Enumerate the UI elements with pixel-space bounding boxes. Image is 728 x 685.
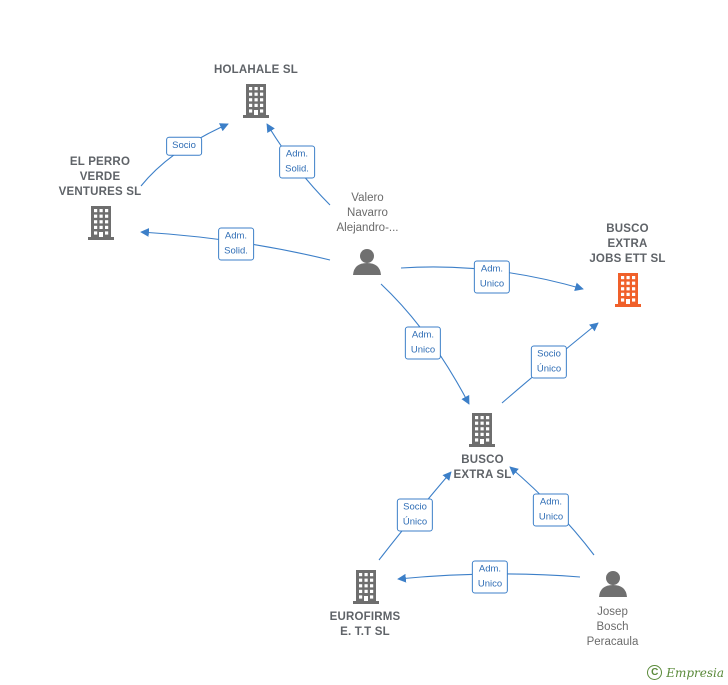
edge-label[interactable]: Socio Único: [396, 498, 434, 532]
copyright-icon: C: [647, 665, 663, 680]
edge-label[interactable]: Adm. Unico: [532, 493, 570, 527]
edge-label[interactable]: Adm. Unico: [471, 560, 509, 594]
node-label-buscoextra[interactable]: BUSCO EXTRA SL: [453, 454, 512, 481]
node-label-elperro[interactable]: EL PERRO VERDE VENTURES SL: [58, 156, 142, 198]
node-label-josep[interactable]: Josep Bosch Peracaula: [586, 606, 639, 648]
edge-label[interactable]: Socio Único: [530, 345, 568, 379]
edge-label[interactable]: Socio: [166, 136, 202, 156]
node-label-buscoextrajobs[interactable]: BUSCO EXTRA JOBS ETT SL: [589, 223, 666, 265]
person-icon[interactable]: [353, 249, 381, 275]
edge-label[interactable]: Adm. Solid.: [279, 145, 315, 179]
building-icon[interactable]: [88, 206, 114, 240]
footer: C Empresia: [647, 665, 724, 680]
node-label-eurofirms[interactable]: EUROFIRMS E. T.T SL: [329, 611, 401, 638]
node-label-valero[interactable]: Valero Navarro Alejandro-...: [336, 192, 399, 234]
node-label-holahale[interactable]: HOLAHALE SL: [214, 64, 298, 76]
edge-label[interactable]: Adm. Solid.: [218, 227, 254, 261]
edge-label[interactable]: Adm. Unico: [404, 326, 442, 360]
person-icon[interactable]: [599, 571, 627, 597]
building-icon[interactable]: [469, 413, 495, 447]
edge-label[interactable]: Adm. Unico: [473, 260, 511, 294]
brand-logo[interactable]: Empresia: [666, 665, 724, 680]
building-icon[interactable]: [615, 273, 641, 307]
building-icon[interactable]: [353, 570, 379, 604]
building-icon[interactable]: [243, 84, 269, 118]
